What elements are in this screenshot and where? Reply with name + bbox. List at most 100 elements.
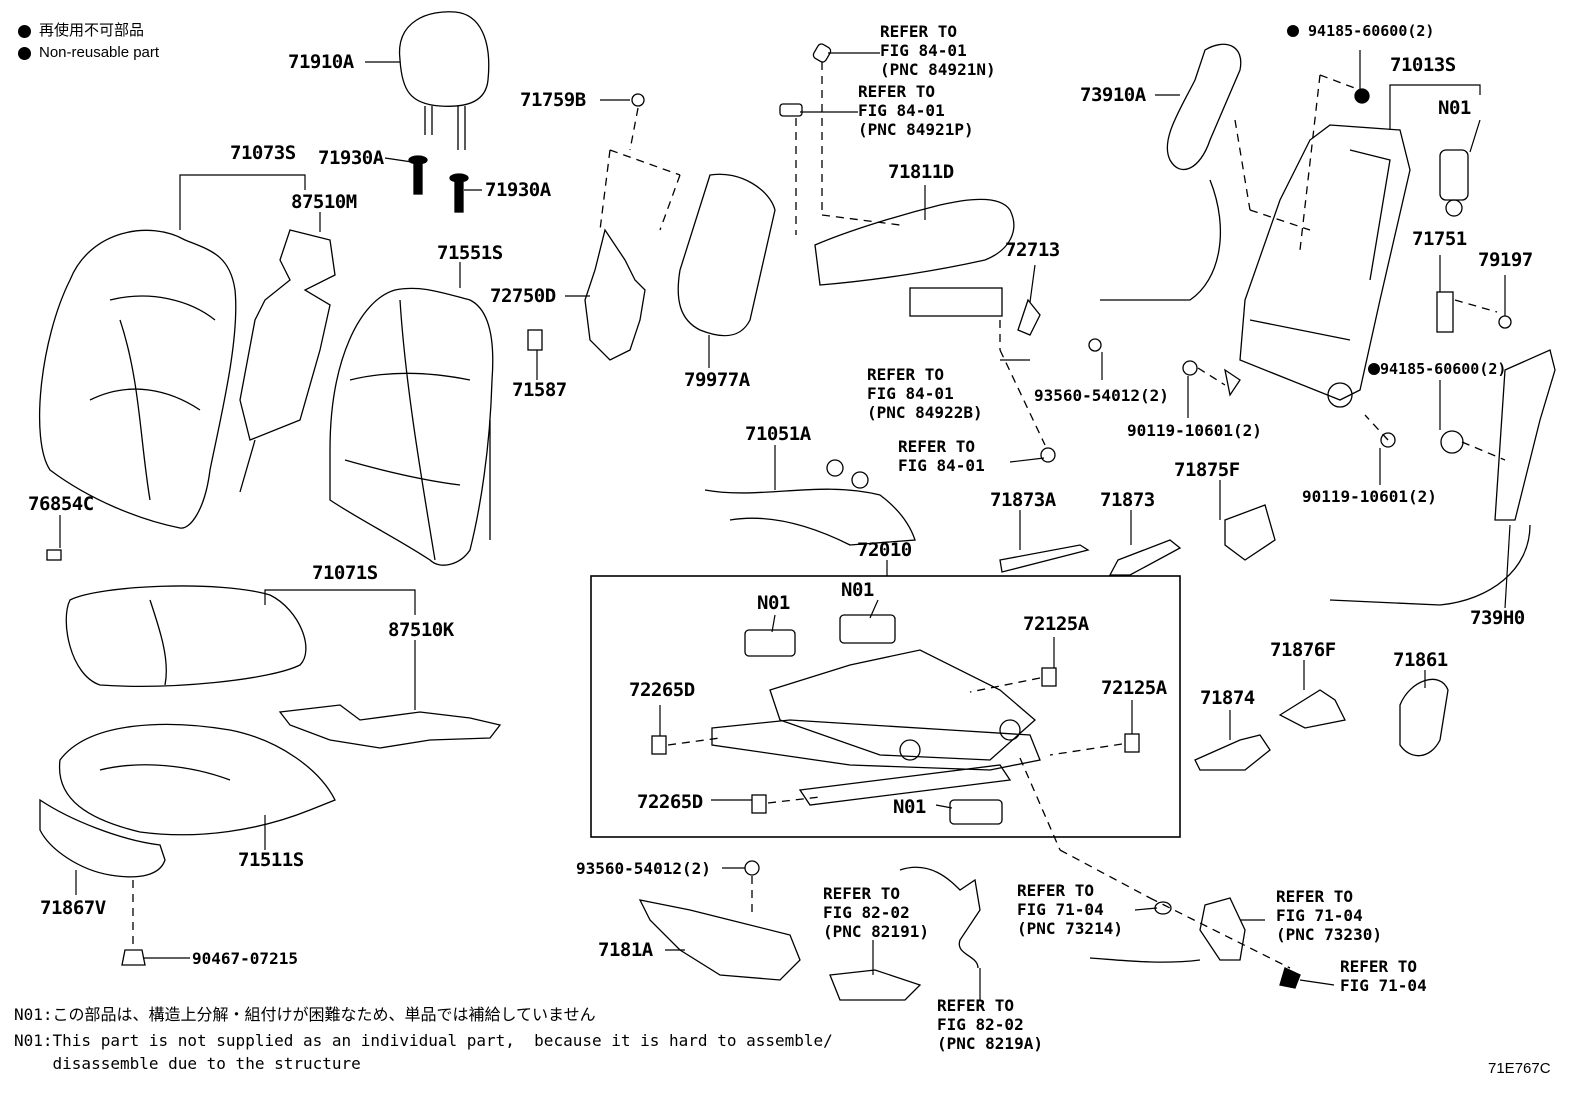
part-label[interactable]: 7181A <box>598 939 653 961</box>
part-label[interactable]: 71013S <box>1390 54 1456 76</box>
lumbar-support-drawing <box>584 107 681 361</box>
part-label[interactable]: N01 <box>841 579 874 601</box>
cover-71873-drawing <box>1108 539 1182 576</box>
part-label[interactable]: 72265D <box>629 679 695 701</box>
refer-to-note[interactable]: REFER TO FIG 84-01 (PNC 84922B) <box>867 365 983 422</box>
recliner-motor-drawing <box>1439 149 1469 217</box>
part-label[interactable]: 71751 <box>1412 228 1467 250</box>
leader-dashed <box>1149 897 1291 969</box>
part-label[interactable]: 71867V <box>40 897 106 919</box>
part-label[interactable]: 71861 <box>1393 649 1448 671</box>
part-label[interactable]: 71874 <box>1200 687 1255 709</box>
seat-track-group-box <box>590 575 1181 838</box>
lower-frame-7181A-drawing <box>638 860 801 981</box>
part-label[interactable]: 93560-54012(2) <box>1034 386 1169 405</box>
legend: 再使用不可部品 Non-reusable part <box>18 20 159 64</box>
wire-harness-bottom-drawing <box>829 866 981 1001</box>
cover-71873A-drawing <box>999 544 1090 573</box>
non-reusable-dot-icon <box>1287 25 1299 37</box>
clip-90467-drawing <box>121 949 146 966</box>
part-label[interactable]: 71073S <box>230 142 296 164</box>
motor-N01-drawing <box>744 614 1003 825</box>
refer-to-note[interactable]: REFER TO FIG 84-01 (PNC 84921P) <box>858 82 974 139</box>
part-label[interactable]: N01 <box>893 796 926 818</box>
side-shield-drawing <box>779 43 1015 286</box>
footnote-en-line2: disassemble due to the structure <box>14 1054 361 1073</box>
cover-71875F-drawing <box>1224 504 1276 561</box>
part-number: 94185-60600(2) <box>1308 22 1435 40</box>
part-label[interactable]: 71811D <box>888 161 954 183</box>
part-label-94185-top[interactable]: 94185-60600(2) <box>1287 22 1434 41</box>
clip-72265D-drawing <box>651 735 821 814</box>
screw-79197-drawing <box>1498 315 1512 329</box>
part-label[interactable]: 87510M <box>291 191 357 213</box>
refer-to-note[interactable]: REFER TO FIG 71-04 (PNC 73230) <box>1276 887 1382 944</box>
part-label[interactable]: 90467-07215 <box>192 949 298 968</box>
part-label[interactable]: 71910A <box>288 51 354 73</box>
part-label[interactable]: 90119-10601(2) <box>1302 487 1437 506</box>
part-label-94185-mid[interactable]: 94185-60600(2) <box>1368 360 1506 379</box>
part-label[interactable]: 79977A <box>684 369 750 391</box>
part-label[interactable]: 72265D <box>637 791 703 813</box>
headrest-drawing <box>398 11 490 150</box>
refer-to-note[interactable]: REFER TO FIG 71-04 (PNC 73214) <box>1017 881 1123 938</box>
part-label[interactable]: 90119-10601(2) <box>1127 421 1262 440</box>
back-pad-79977A-drawing <box>677 173 776 337</box>
part-label[interactable]: N01 <box>757 592 790 614</box>
part-label[interactable]: 87510K <box>388 619 454 641</box>
part-label[interactable]: 71873 <box>1100 489 1155 511</box>
switch-module-drawing <box>909 287 1102 463</box>
non-reusable-dot-icon <box>1368 363 1380 375</box>
knob-71861-drawing <box>1399 678 1449 757</box>
part-label[interactable]: 73910A <box>1080 84 1146 106</box>
refer-to-note[interactable]: REFER TO FIG 82-02 (PNC 8219A) <box>937 996 1043 1053</box>
seatback-pad-drawing <box>329 287 494 566</box>
part-label[interactable]: 71511S <box>238 849 304 871</box>
seat-cushion-cover-drawing <box>65 585 307 687</box>
part-label[interactable]: 72125A <box>1023 613 1089 635</box>
footnote-jp: N01:この部品は、構造上分解・組付けが困難なため、単品では補給していません <box>14 1005 596 1024</box>
part-label[interactable]: 71759B <box>520 89 586 111</box>
part-label[interactable]: 71930A <box>485 179 551 201</box>
side-airbag-739H0-drawing <box>1329 349 1556 606</box>
non-reusable-dot-icon <box>18 24 31 38</box>
footnote-en-line1: N01:This part is not supplied as an indi… <box>14 1031 833 1050</box>
refer-to-note[interactable]: REFER TO FIG 84-01 (PNC 84921N) <box>880 22 996 79</box>
part-label[interactable]: 72713 <box>1005 239 1060 261</box>
part-label[interactable]: 72010 <box>857 539 912 561</box>
part-label[interactable]: N01 <box>1438 97 1471 119</box>
part-label[interactable]: 79197 <box>1478 249 1533 271</box>
front-trim-drawing <box>39 798 166 945</box>
refer-to-note[interactable]: REFER TO FIG 71-04 <box>1340 957 1427 995</box>
part-label[interactable]: 93560-54012(2) <box>576 859 711 878</box>
part-label[interactable]: 72125A <box>1101 677 1167 699</box>
legend-en-text: Non-reusable part <box>39 44 160 61</box>
part-label[interactable]: 71071S <box>312 562 378 584</box>
buckle-drawing <box>1089 897 1301 989</box>
refer-to-note[interactable]: REFER TO FIG 82-02 (PNC 82191) <box>823 884 929 941</box>
part-label[interactable]: 71875F <box>1174 459 1240 481</box>
part-label[interactable]: 71551S <box>437 242 503 264</box>
part-label[interactable]: 71930A <box>318 147 384 169</box>
heater-pad-back-drawing <box>239 229 336 493</box>
figure-id: 71E767C <box>1488 1060 1551 1077</box>
leader-dashed <box>1019 757 1061 851</box>
part-label[interactable]: 71587 <box>512 379 567 401</box>
part-label[interactable]: 72750D <box>490 285 556 307</box>
heater-pad-cushion-drawing <box>278 704 502 749</box>
part-label[interactable]: 739H0 <box>1470 607 1525 629</box>
trim-71751-drawing <box>1436 291 1498 333</box>
part-label[interactable]: 71876F <box>1270 639 1336 661</box>
clip-71587-drawing <box>527 329 543 351</box>
seatback-frame-drawing <box>1224 74 1411 408</box>
part-label[interactable]: 71873A <box>990 489 1056 511</box>
switch-72125A-drawing <box>969 667 1140 756</box>
non-reusable-dot-icon <box>18 46 31 60</box>
refer-to-note[interactable]: REFER TO FIG 84-01 <box>898 437 985 475</box>
part-label[interactable]: 71051A <box>745 423 811 445</box>
clip-76854C-drawing <box>46 549 62 561</box>
part-label[interactable]: 76854C <box>28 493 94 515</box>
seat-track-drawing <box>711 649 1041 806</box>
